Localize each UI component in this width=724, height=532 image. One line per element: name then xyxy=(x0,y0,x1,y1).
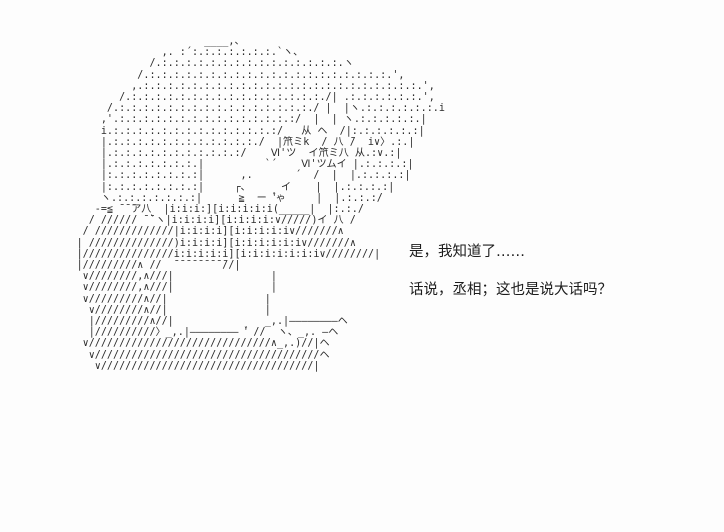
dialogue-panel: 是，我知道了…… 话说，丞相；这也是说大话吗？ xyxy=(409,243,709,299)
ascii-art-panel: ____,、 ,. :´:.:.:.:.:.:.:.`ヽ、 /.:.:.:.:.… xyxy=(28,36,445,516)
dialogue-line-2: 话说，丞相；这也是说大话吗？ xyxy=(409,282,612,298)
ascii-art-portrait: ____,、 ,. :´:.:.:.:.:.:.:.`ヽ、 /.:.:.:.:.… xyxy=(76,36,445,372)
dialogue-line-1: 是，我知道了…… xyxy=(409,244,525,260)
